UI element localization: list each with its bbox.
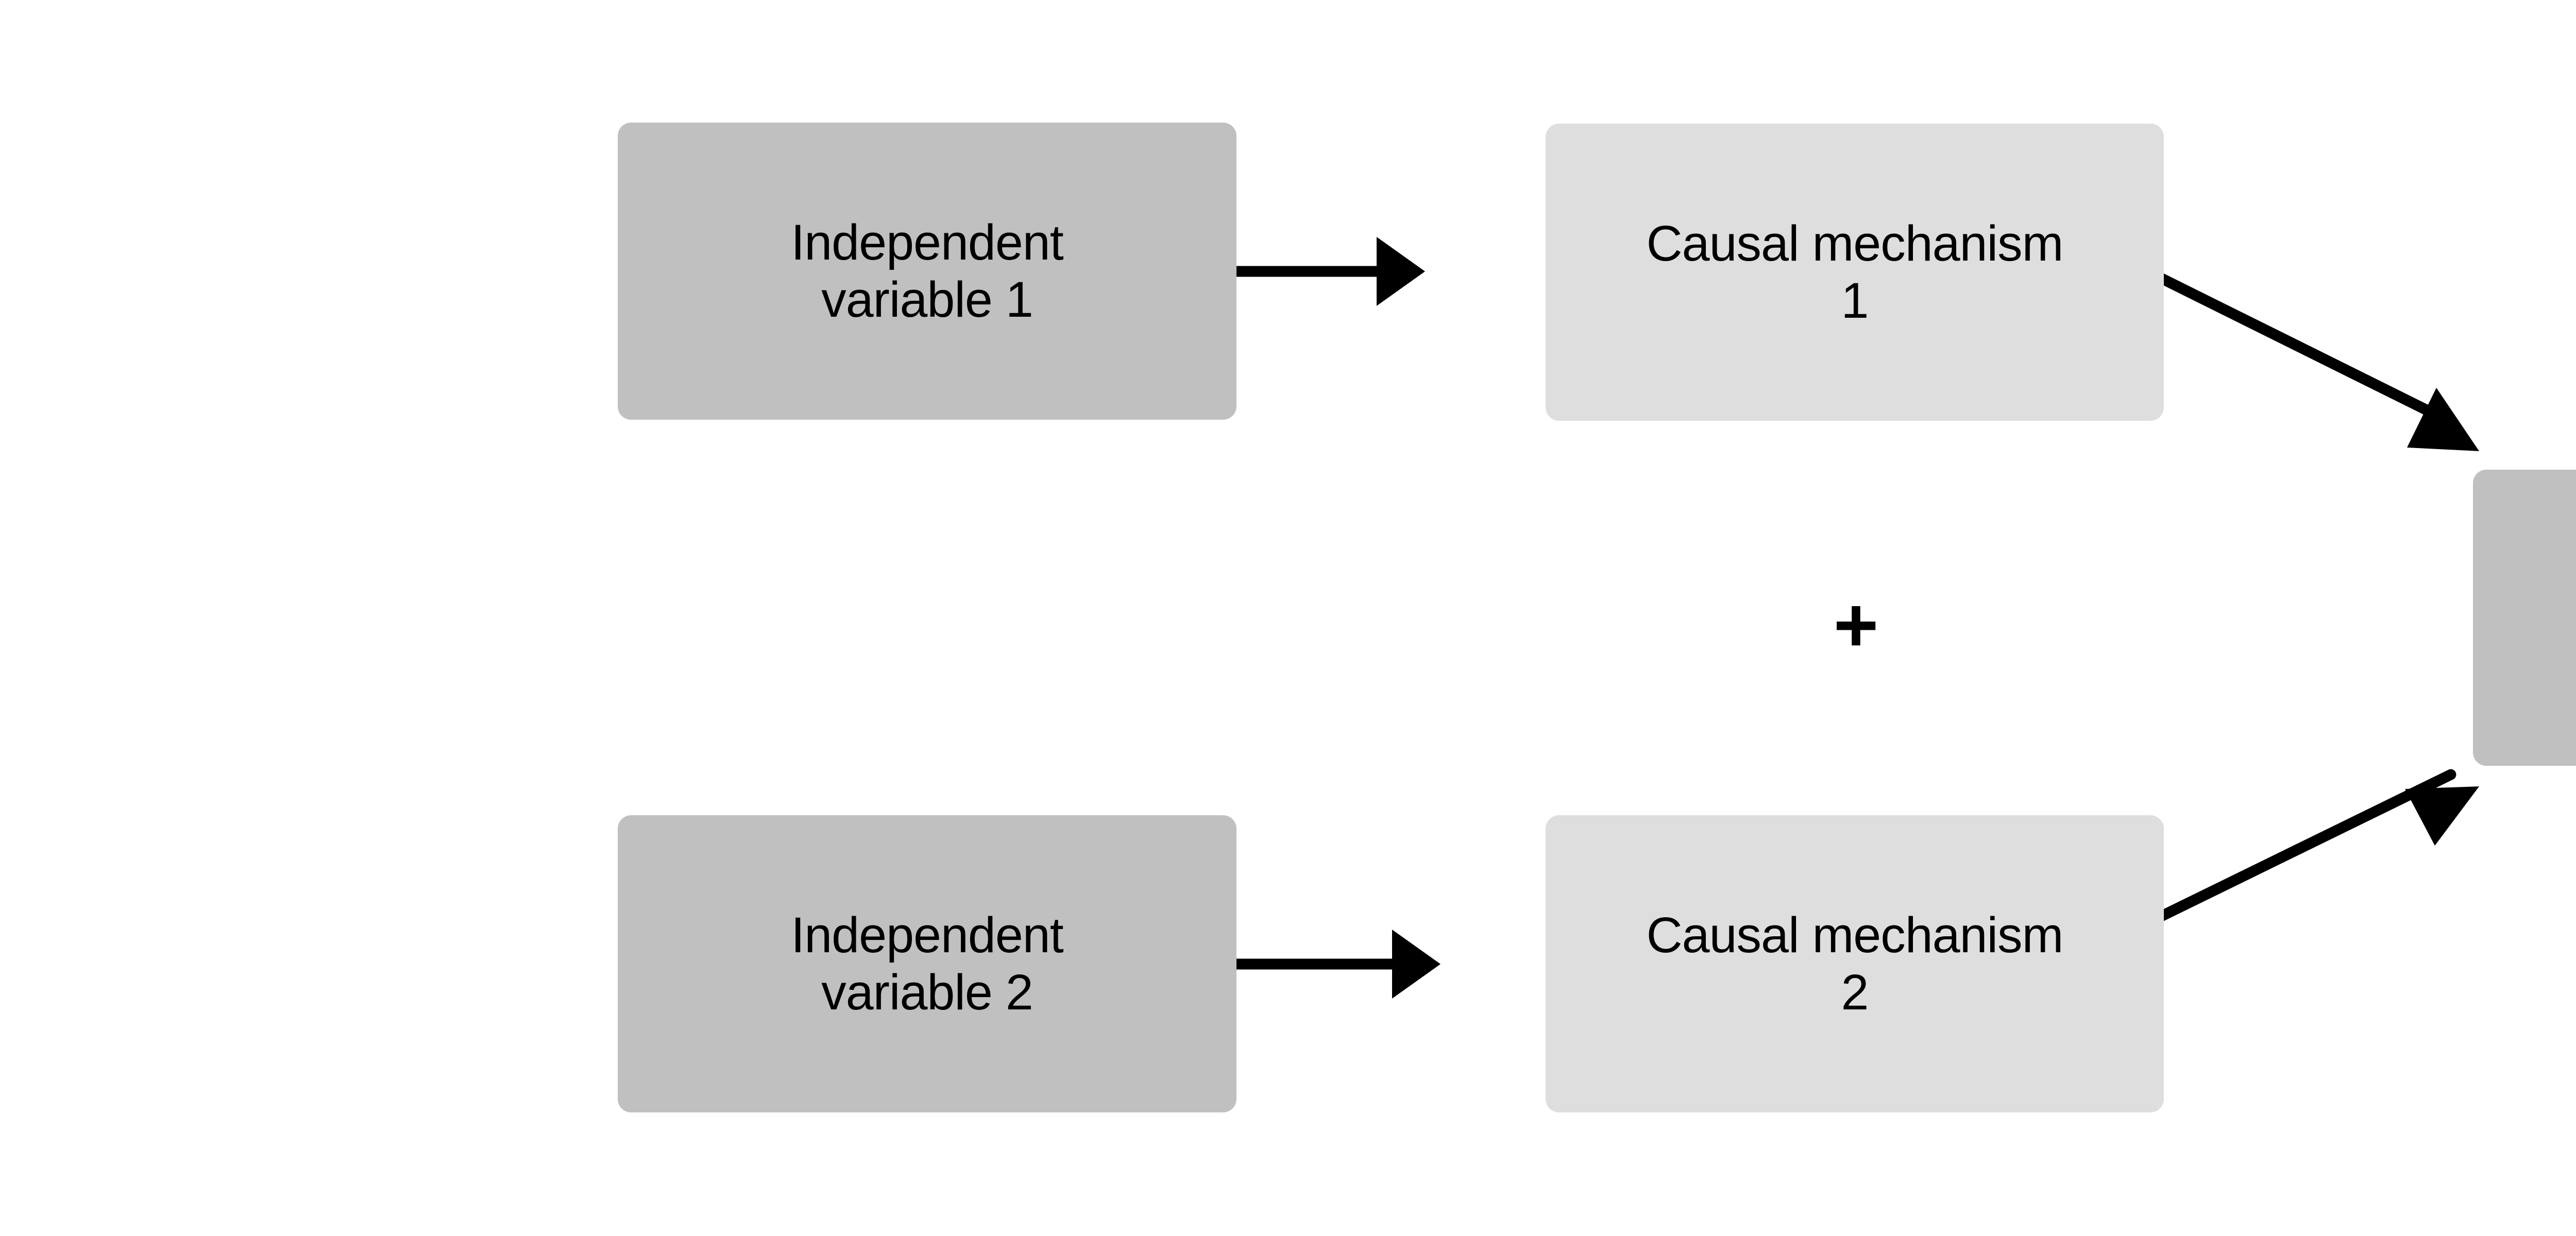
edge-iv2-to-cm2-arrowhead	[1392, 930, 1440, 999]
node-label: Causal mechanism 1	[1646, 215, 2064, 329]
edge-cm2-to-dv	[2125, 769, 2479, 937]
edge-cm2-to-dv-arrowhead	[2405, 786, 2479, 846]
plus-operator-icon: +	[1833, 581, 1879, 668]
edge-iv1-to-cm1-arrowhead	[1377, 237, 1425, 306]
edge-cm1-to-dv-line	[2125, 258, 2458, 428]
node-independent-variable-1[interactable]: Independent variable 1	[618, 123, 1236, 420]
node-label: Causal mechanism 2	[1646, 906, 2064, 1020]
node-independent-variable-2[interactable]: Independent variable 2	[618, 815, 1236, 1112]
edge-iv1-to-cm1	[1211, 237, 1425, 306]
node-label: Independent variable 2	[791, 906, 1063, 1020]
node-label: Independent variable 1	[791, 214, 1063, 328]
node-causal-mechanism-2[interactable]: Causal mechanism 2	[1546, 815, 2164, 1112]
edge-cm1-to-dv	[2125, 258, 2479, 451]
edge-iv2-to-cm2	[1229, 930, 1440, 999]
edge-cm2-to-dv-line	[2125, 769, 2456, 937]
node-causal-mechanism-1[interactable]: Causal mechanism 1	[1546, 124, 2164, 421]
node-dependent-variable[interactable]: Dependent variable	[2473, 470, 2576, 766]
edge-cm1-to-dv-arrowhead	[2407, 388, 2479, 451]
